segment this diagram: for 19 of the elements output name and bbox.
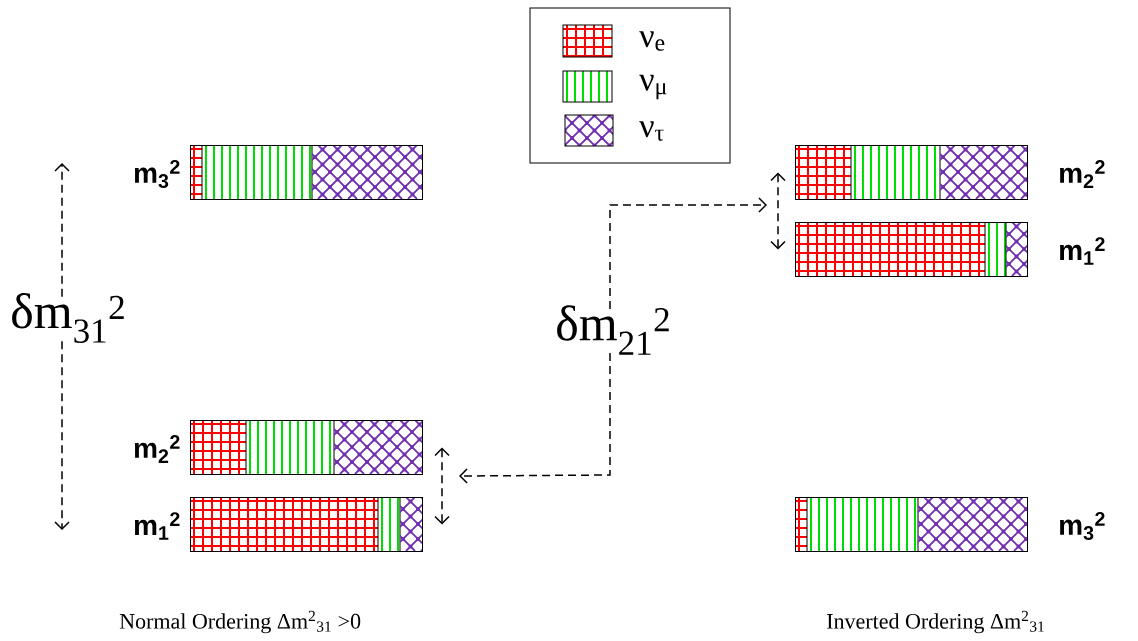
arrow	[434, 447, 450, 525]
legend-label: ν$_{τ}$	[639, 121, 664, 141]
mass-splitting-label: δm$_{31}$2	[12, 293, 124, 343]
arrow	[54, 163, 70, 298]
mass-label: m$_{3}$2	[1060, 512, 1105, 541]
mass-label: m$_{3}$2	[134, 159, 180, 189]
mass-splitting-label: δm$_{21}$2	[557, 305, 669, 355]
ordering-caption: Inverted Ordering Δm$^{2}$31	[827, 610, 1044, 634]
legend-label: ν$_{e}$	[639, 31, 665, 51]
mass-label: m$_{2}$2	[134, 435, 180, 463]
ordering-caption: Normal Ordering Δm$^{2}$$_{31}$ >0	[119, 610, 361, 634]
arrow	[770, 172, 786, 250]
mass-label: m$_{1}$2	[1060, 237, 1105, 265]
arrow	[459, 352, 611, 484]
arrow	[54, 340, 70, 530]
mass-label: m$_{1}$2	[134, 512, 180, 540]
arrow	[609, 197, 767, 310]
mass-label: m$_{2}$2	[1060, 160, 1105, 188]
legend-label: ν$_{μ}$	[639, 74, 667, 100]
